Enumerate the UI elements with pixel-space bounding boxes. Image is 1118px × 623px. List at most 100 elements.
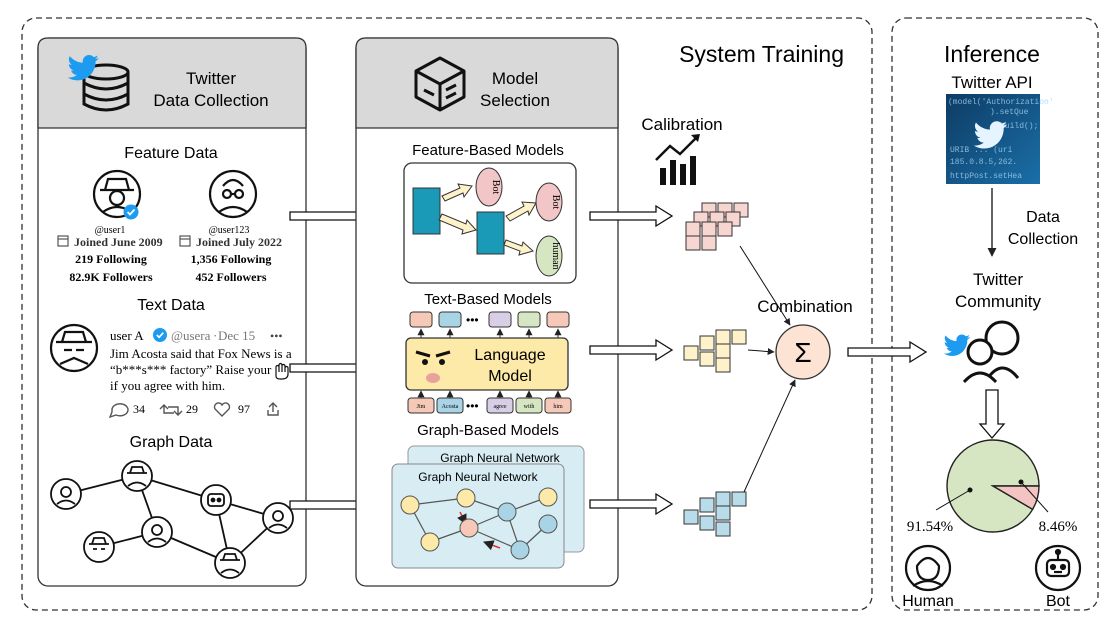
- feature-models-title: Feature-Based Models: [412, 142, 564, 159]
- data-collection-label-2: Collection: [1008, 231, 1078, 248]
- pie-slice-bot: [990, 485, 1040, 511]
- user123-following: 1,356 Following: [191, 252, 272, 266]
- user1-handle: @user1: [95, 225, 126, 236]
- reply-count: 34: [133, 402, 145, 416]
- user123-handle: @user123: [209, 225, 250, 236]
- tweet-menu-icon[interactable]: •••: [270, 329, 283, 343]
- human-node: [535, 235, 563, 277]
- reply-icon[interactable]: [108, 403, 129, 419]
- gnn-back-label: Graph Neural Network: [440, 451, 560, 465]
- api-code-line: build();: [1000, 122, 1038, 131]
- graph-output-stack: [683, 491, 747, 537]
- gnn-front-label: Graph Neural Network: [418, 470, 538, 484]
- gnn-stack: Graph Neural Network Graph Neural Networ…: [391, 445, 585, 569]
- pie-chart: [946, 439, 1040, 533]
- community-icon: [962, 320, 1020, 384]
- bot-node-label: Bot: [490, 180, 501, 195]
- text-output-stack: [683, 329, 747, 373]
- calibration-label: Calibration: [641, 115, 722, 134]
- tweet-handle: @usera: [171, 328, 211, 343]
- retweet-icon[interactable]: [159, 404, 183, 416]
- like-count: 97: [238, 402, 250, 416]
- user1-following: 219 Following: [75, 252, 147, 266]
- api-code-line: 185.0.8.5,262.: [950, 158, 1017, 167]
- twitter-community-label-2: Community: [955, 292, 1041, 311]
- graph-spy-avatar: [83, 531, 115, 563]
- top-ellipsis: •••: [466, 313, 479, 327]
- data-collection-title-1: Twitter: [186, 69, 236, 88]
- calendar-icon: [57, 235, 69, 247]
- human-percentage: 91.54%: [907, 519, 953, 535]
- bot-node-label: Bot: [550, 195, 561, 210]
- gnn-node: [538, 514, 558, 534]
- model-selection-title-2: Selection: [480, 91, 550, 110]
- token-label: Jim: [417, 404, 426, 410]
- token-label: agree: [494, 404, 507, 410]
- tweet-text-line1: Jim Acosta said that Fox News is a: [110, 346, 292, 361]
- raised-hand-icon: [275, 362, 289, 380]
- feature-models-box: Bot Bot human: [403, 162, 577, 284]
- user1-followers: 82.9K Followers: [69, 270, 153, 284]
- language-model-label-1: Language: [474, 347, 545, 364]
- text-data-title: Text Data: [137, 297, 205, 314]
- hollow-arrow-down: [978, 389, 1006, 439]
- gnn-node: [456, 488, 476, 508]
- gnn-node: [400, 495, 420, 515]
- language-model-label-2: Model: [488, 368, 532, 385]
- token-label: him: [553, 404, 563, 410]
- bar-chart-up-icon: [655, 134, 700, 185]
- twitter-bird-icon: [67, 54, 99, 81]
- calendar-icon: [179, 235, 191, 247]
- pie-bot-dot: [1018, 479, 1024, 485]
- user123-followers: 452 Followers: [196, 270, 267, 284]
- text-models-title: Text-Based Models: [424, 291, 552, 308]
- user123-avatar: [208, 169, 258, 219]
- bot-node: [475, 167, 503, 207]
- api-code-line: ).setQue: [990, 108, 1029, 117]
- verified-badge-icon: [123, 204, 139, 220]
- tweet-date-separator: ·: [213, 328, 217, 343]
- social-graph: [50, 460, 294, 579]
- like-icon[interactable]: [213, 402, 231, 417]
- hollow-arrows-models-to-calibration: [589, 204, 674, 516]
- feature-output-stack: [685, 202, 749, 251]
- text-models-diagram: ••• Language Model Jim Acosta agree with…: [405, 311, 572, 414]
- sigma-symbol: Σ: [794, 337, 811, 368]
- sigma-combiner: [775, 324, 831, 380]
- graph-bot-avatar: [200, 484, 232, 516]
- bottom-ellipsis: •••: [466, 399, 479, 413]
- model-selection-title-1: Model: [492, 69, 538, 88]
- token-label: Acosta: [442, 404, 459, 410]
- bot-icon: [1034, 544, 1082, 592]
- gnn-node: [510, 540, 530, 560]
- bot-node: [535, 182, 563, 222]
- api-code-line: (model('Authorization': [948, 98, 1054, 107]
- data-collection-title-2: Data Collection: [153, 91, 268, 110]
- data-collection-label-1: Data: [1026, 209, 1060, 226]
- system-training-frame: [21, 17, 873, 611]
- hollow-arrow-to-inference: [847, 340, 928, 364]
- graph-models-title: Graph-Based Models: [417, 422, 559, 439]
- language-model-box: [405, 337, 569, 391]
- angry-face-icon: [415, 350, 451, 383]
- twitter-bird-icon: [943, 334, 970, 356]
- tweet-author: user A: [110, 328, 144, 343]
- system-training-title: System Training: [679, 41, 844, 67]
- bot-label: Bot: [1046, 593, 1071, 610]
- feature-hidden-node: [476, 211, 505, 255]
- api-code-line: httpPost.setHea: [950, 172, 1022, 181]
- gnn-node: [497, 502, 517, 522]
- graph-data-title: Graph Data: [130, 434, 213, 451]
- combination-label: Combination: [757, 297, 852, 316]
- human-label: Human: [902, 593, 954, 610]
- share-icon[interactable]: [267, 402, 279, 416]
- token-label: with: [524, 404, 535, 410]
- tweet-actions: 34 29 97: [108, 402, 279, 419]
- tweet-date: Dec 15: [218, 328, 255, 343]
- pie-leaders: [935, 481, 1049, 513]
- graph-user-avatar: [141, 516, 173, 548]
- human-icon: [904, 544, 952, 592]
- tweet-text-line2: “b***s*** factory” Raise your: [110, 362, 272, 377]
- bot-percentage: 8.46%: [1039, 519, 1078, 535]
